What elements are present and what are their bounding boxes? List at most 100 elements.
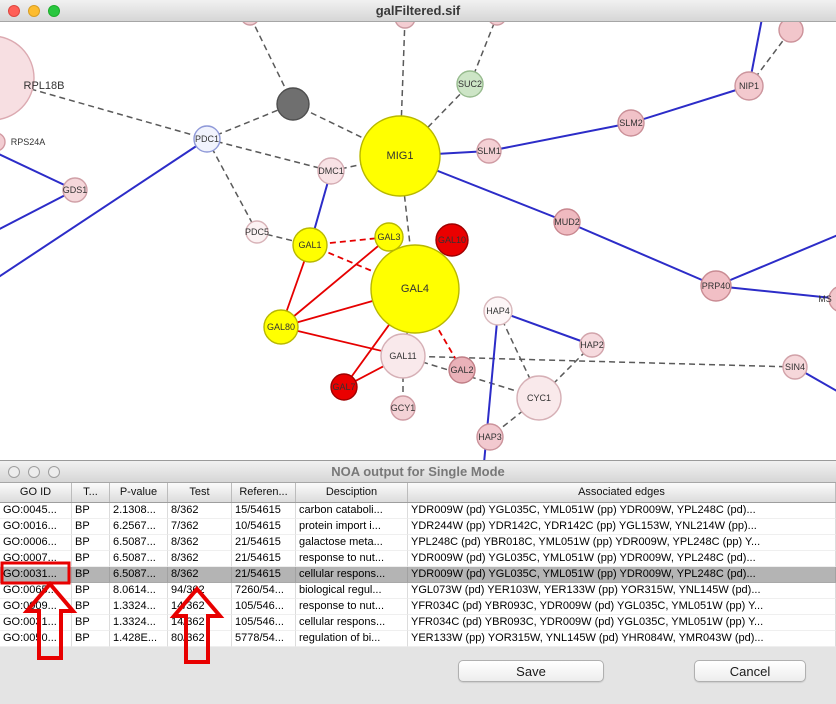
noa-window-titlebar[interactable]: NOA output for Single Mode [0,461,836,483]
column-header[interactable]: Test [168,483,232,502]
graph-node[interactable] [483,296,513,326]
graph-node[interactable] [62,177,88,203]
graph-node[interactable] [330,373,358,401]
graph-node[interactable] [370,244,460,334]
graph-node[interactable] [553,208,581,236]
node-label: MUD2 [554,217,580,227]
graph-node[interactable] [390,395,416,421]
graph-edge [497,310,593,346]
table-cell: GO:0031... [0,567,72,583]
network-window-titlebar[interactable]: galFiltered.sif [0,0,836,22]
node-label: DMC1 [318,166,344,176]
table-cell: GO:0006... [0,535,72,551]
graph-node[interactable] [0,36,35,120]
cancel-button[interactable]: Cancel [694,660,806,682]
graph-node[interactable] [0,133,6,151]
node-label: HAP2 [580,340,604,350]
save-button[interactable]: Save [458,660,604,682]
column-header[interactable]: Referen... [232,483,296,502]
table-cell: YGL073W (pd) YER103W, YER133W (pp) YOR31… [408,583,836,599]
table-cell: YFR034C (pd) YBR093C, YDR009W (pd) YGL03… [408,615,836,631]
node-label: GAL2 [450,365,473,375]
table-cell: 1.3324... [110,615,168,631]
table-cell: 8/362 [168,567,232,583]
node-label: GAL4 [401,283,429,295]
table-cell: 94/362 [168,583,232,599]
table-cell: 14/362 [168,615,232,631]
node-label: MIG1 [387,150,414,162]
column-header[interactable]: Desciption [296,483,408,502]
table-cell: 2.1308... [110,503,168,519]
table-cell: GO:0050... [0,631,72,647]
node-label: GAL10 [438,235,466,245]
zoom-button[interactable] [48,4,60,17]
graph-node[interactable] [782,354,808,380]
graph-node[interactable] [734,71,764,101]
graph-node[interactable] [193,125,221,153]
graph-edge [402,355,796,368]
table-cell: 6.5087... [110,567,168,583]
graph-edge [0,79,208,140]
graph-node[interactable] [476,423,504,451]
window-title: NOA output for Single Mode [331,464,505,479]
close-button[interactable] [8,465,20,478]
graph-node[interactable] [263,309,299,345]
graph-edge [206,138,332,172]
table-cell: response to nut... [296,599,408,615]
table-cell: YER133W (pp) YOR315W, YNL145W (pd) YHR08… [408,631,836,647]
minimize-button[interactable] [28,465,40,478]
table-cell: cellular respons... [296,615,408,631]
node-label: GAL11 [389,351,416,361]
node-label: RPL18B [24,80,65,92]
graph-node[interactable] [700,270,732,302]
table-cell: YFR034C (pd) YBR093C, YDR009W (pd) YGL03… [408,599,836,615]
column-header[interactable]: GO ID [0,483,72,502]
graph-node[interactable] [276,87,310,121]
column-header[interactable]: P-value [110,483,168,502]
column-header[interactable]: T... [72,483,110,502]
table-cell: 21/54615 [232,567,296,583]
graph-edge [630,85,750,124]
graph-node[interactable] [435,223,469,257]
column-header[interactable]: Associated edges [408,483,836,502]
graph-node[interactable] [374,222,404,252]
node-label: RPS24A [11,137,46,147]
zoom-button[interactable] [48,465,60,478]
graph-edge [0,153,76,191]
graph-node[interactable] [488,22,506,26]
graph-node[interactable] [579,332,605,358]
graph-node[interactable] [448,356,476,384]
table-cell: 7/362 [168,519,232,535]
graph-node[interactable] [778,22,804,43]
graph-node[interactable] [292,227,328,263]
graph-node[interactable] [241,22,259,26]
table-cell: 105/546... [232,599,296,615]
graph-node[interactable] [395,22,415,29]
minimize-button[interactable] [28,4,40,17]
graph-node[interactable] [828,286,836,312]
graph-node[interactable] [617,109,645,137]
table-cell: YDR244W (pp) YDR142C, YDR142C (pp) YGL15… [408,519,836,535]
table-cell: 14/362 [168,599,232,615]
graph-node[interactable] [245,220,269,244]
graph-node[interactable] [456,70,484,98]
table-cell: carbon cataboli... [296,503,408,519]
graph-node[interactable] [317,157,345,185]
node-label: HAP3 [478,432,502,442]
graph-node[interactable] [380,333,426,379]
graph-node[interactable] [476,138,502,164]
graph-node[interactable] [359,115,441,197]
graph-node[interactable] [516,375,562,421]
close-button[interactable] [8,4,20,17]
